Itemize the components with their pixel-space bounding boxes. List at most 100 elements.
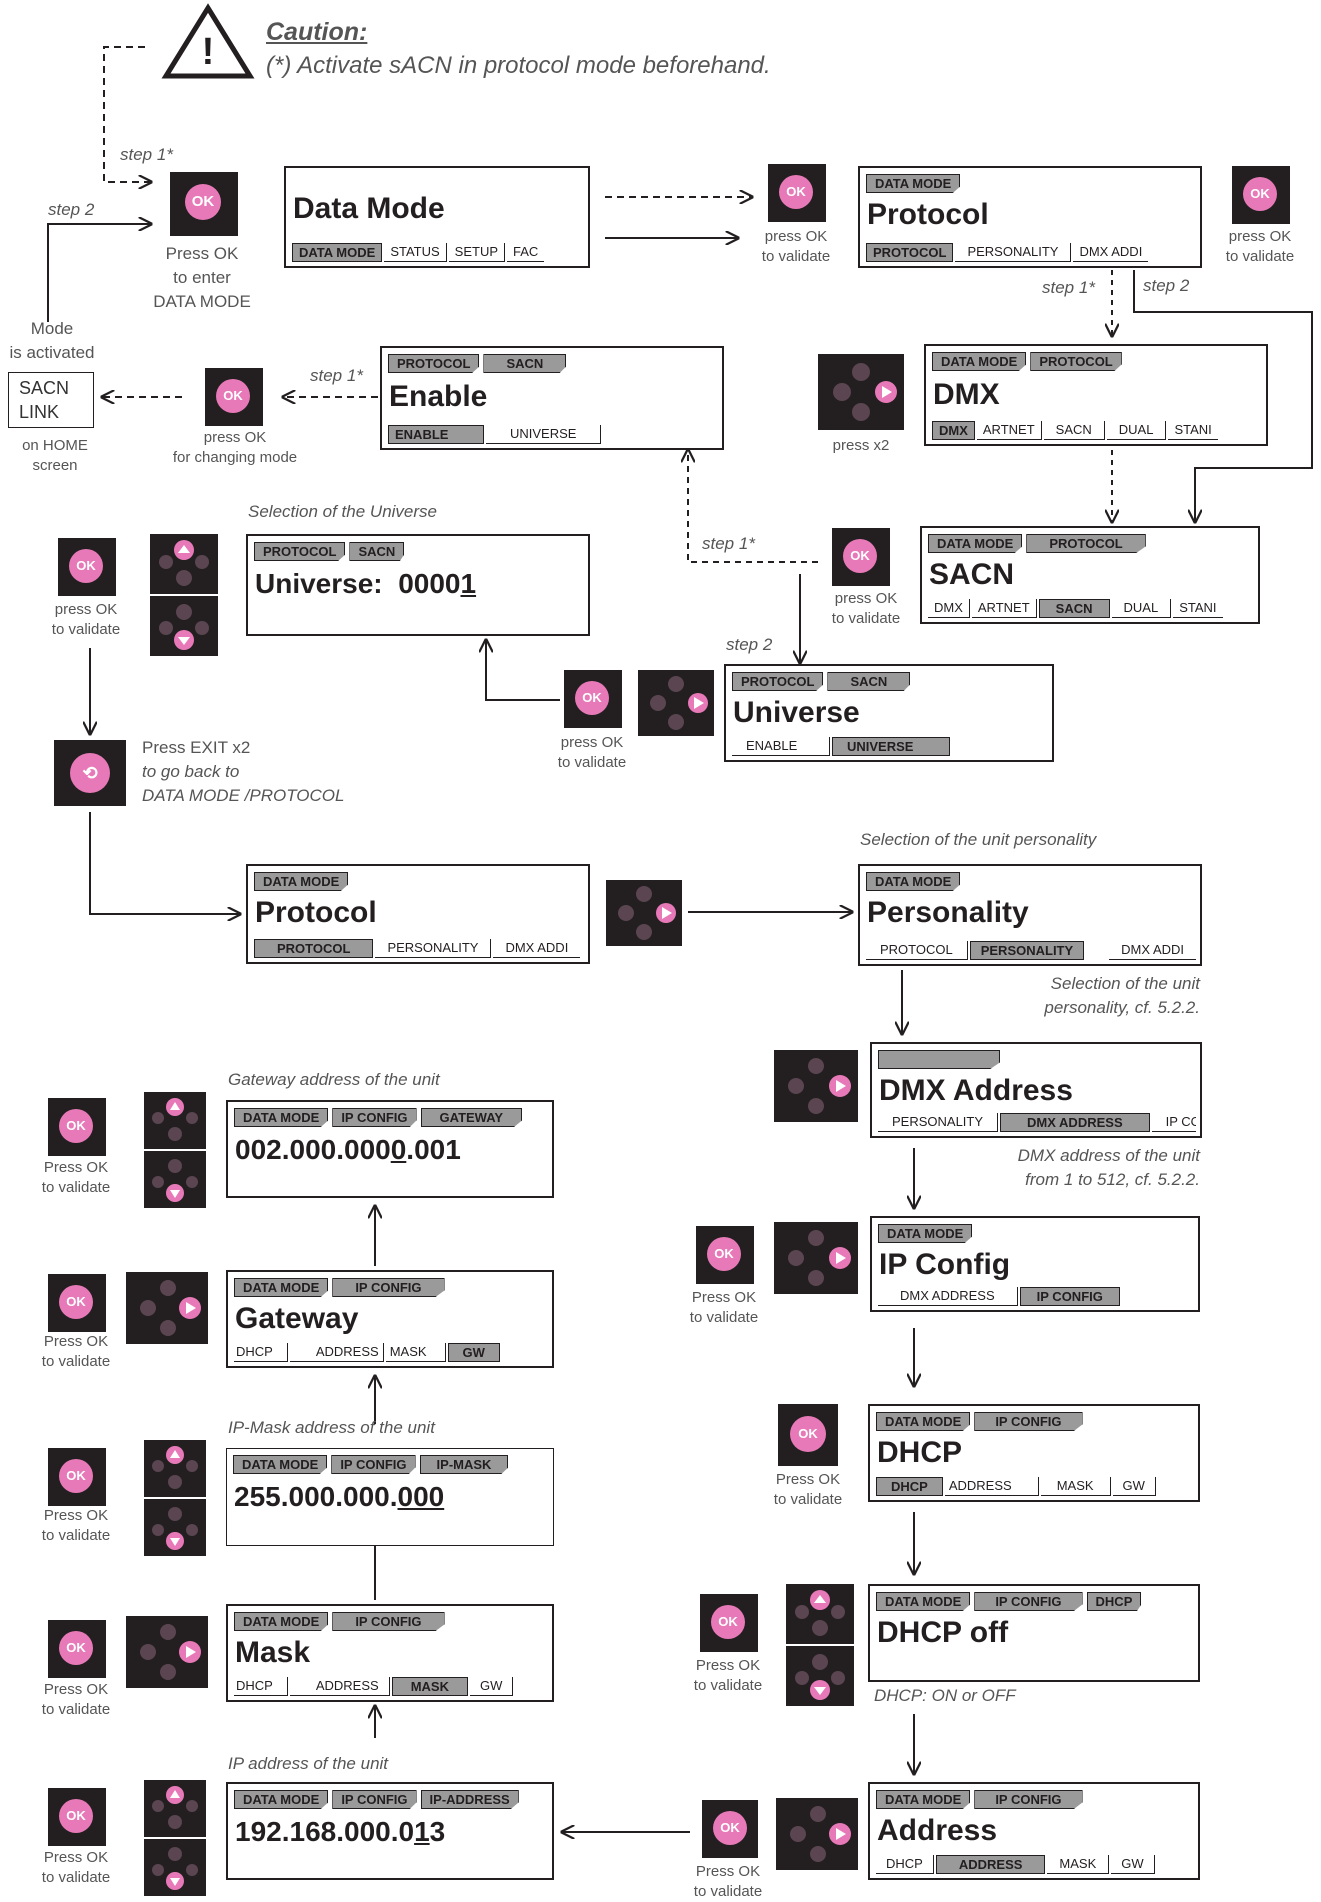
panel-title: Universe xyxy=(733,696,860,729)
ok-button[interactable]: OK xyxy=(1232,166,1290,224)
dpad-updown-button[interactable] xyxy=(150,534,218,656)
ok-button[interactable]: OK xyxy=(58,538,116,596)
dpad-updown-button[interactable] xyxy=(786,1584,854,1706)
exit-icon: ⟲ xyxy=(70,753,110,793)
dpad-right-button[interactable] xyxy=(818,354,904,430)
tab-protocol: PROTOCOL xyxy=(866,941,968,960)
tag: SACN xyxy=(827,672,911,691)
tab-gw: GW xyxy=(1111,1855,1155,1874)
dpad-right-button[interactable] xyxy=(776,1798,858,1870)
note-ip-mask: IP-Mask address of the unit xyxy=(228,1418,435,1437)
exit-button[interactable]: ⟲ xyxy=(54,740,126,806)
ip-mask-value: 255.000.000.000 xyxy=(234,1481,445,1512)
tab-ip-config: IP CONFIG xyxy=(1019,1287,1120,1306)
svg-text:!: ! xyxy=(202,31,215,73)
tag: PROTOCOL xyxy=(1030,352,1122,371)
tag: PROTOCOL xyxy=(732,672,824,691)
dpad-updown-button[interactable] xyxy=(144,1440,206,1556)
tab-mask: MASK xyxy=(1047,1855,1110,1874)
panel-title: Protocol xyxy=(255,896,377,929)
dpad-right-button[interactable] xyxy=(774,1050,858,1122)
ok-button[interactable]: OK xyxy=(564,670,622,728)
tag: DATA MODE xyxy=(876,1592,971,1611)
note-selection-personality: Selection of the unit personality xyxy=(860,830,1097,849)
tab-personality: PERSONALITY xyxy=(375,939,492,958)
dpad-updown-button[interactable] xyxy=(144,1780,206,1896)
dpad-right-button[interactable] xyxy=(638,670,714,736)
ok-button[interactable]: OK xyxy=(48,1274,106,1332)
tab-enable: ENABLE xyxy=(388,425,484,444)
universe-value: Universe: 00001 xyxy=(255,568,477,599)
gateway-value: 002.000.0000.001 xyxy=(235,1134,461,1165)
tab-address: ADDRESS xyxy=(289,1343,384,1362)
note-ip-address: IP address of the unit xyxy=(228,1754,389,1773)
panel-title: Gateway xyxy=(235,1302,359,1335)
tab-dmx-address: DMX ADDRESS xyxy=(1000,1113,1150,1132)
ok-button[interactable]: OK xyxy=(702,1800,758,1858)
dpad-right-button[interactable] xyxy=(606,880,682,946)
lcd-panel-dmx-address: DMX Address PERSONALITY DMX ADDRESS IP C… xyxy=(870,1042,1202,1138)
ok-button[interactable]: OK xyxy=(170,172,238,236)
tag: DATA MODE xyxy=(866,174,961,193)
tag: DATA MODE xyxy=(866,872,961,891)
panel-title: Data Mode xyxy=(293,192,445,225)
tab-dmx-address: DMX ADDRESS xyxy=(878,1287,1018,1306)
tab-gw: GW xyxy=(447,1343,500,1362)
caution-text: (*) Activate sACN in protocol mode befor… xyxy=(266,52,771,79)
ok-button[interactable]: OK xyxy=(48,1098,106,1156)
tab-gw: GW xyxy=(1112,1477,1156,1496)
ok-button[interactable]: OK xyxy=(48,1788,106,1846)
ok-button[interactable]: OK xyxy=(205,368,263,426)
tab-dhcp: DHCP xyxy=(876,1855,934,1874)
dpad-right-button[interactable] xyxy=(126,1272,208,1344)
tab-factory: FAC xyxy=(507,243,545,262)
lcd-panel-data-mode: Data Mode DATA MODE STATUS SETUP FAC xyxy=(284,166,590,268)
tab-dmx: DMX xyxy=(928,599,970,618)
tab-enable: ENABLE xyxy=(732,737,830,756)
dpad-updown-button[interactable] xyxy=(144,1092,206,1208)
dpad-right-button[interactable] xyxy=(126,1616,208,1688)
tag: DATA MODE xyxy=(234,1108,329,1127)
ok-button[interactable]: OK xyxy=(832,528,890,586)
tab-address: ADDRESS xyxy=(944,1477,1039,1496)
tag: IP CONFIG xyxy=(974,1592,1083,1611)
ok-button[interactable]: OK xyxy=(48,1620,106,1678)
tab-dmx: DMX xyxy=(932,421,975,440)
tab-artnet: ARTNET xyxy=(971,599,1037,618)
tab-dhcp: DHCP xyxy=(234,1677,288,1696)
tab-address: ADDRESS xyxy=(935,1855,1046,1874)
tab-standalone: STANI xyxy=(1173,599,1223,618)
tag: SACN xyxy=(349,542,405,561)
tag: DATA MODE xyxy=(233,1455,328,1474)
tab-dual: DUAL xyxy=(1106,421,1167,440)
tag: IP-MASK xyxy=(419,1455,509,1474)
dpad-right-button[interactable] xyxy=(774,1222,858,1294)
panel-title: Address xyxy=(877,1814,998,1847)
tab-personality: PERSONALITY xyxy=(878,1113,999,1132)
ok-button[interactable]: OK xyxy=(768,164,826,222)
tab-mask: MASK xyxy=(1040,1477,1111,1496)
tab-personality: PERSONALITY xyxy=(955,243,1072,262)
panel-title: DMX Address xyxy=(879,1074,1073,1107)
tag: IP CONFIG xyxy=(974,1790,1083,1809)
tab-setup: SETUP xyxy=(448,243,506,262)
ok-button[interactable]: OK xyxy=(696,1226,754,1284)
ip-address-value: 192.168.000.013 xyxy=(235,1816,446,1847)
ok-button[interactable]: OK xyxy=(778,1404,838,1466)
warning-icon xyxy=(161,3,255,79)
ok-button[interactable]: OK xyxy=(700,1594,758,1652)
ok-button[interactable]: OK xyxy=(48,1448,106,1506)
